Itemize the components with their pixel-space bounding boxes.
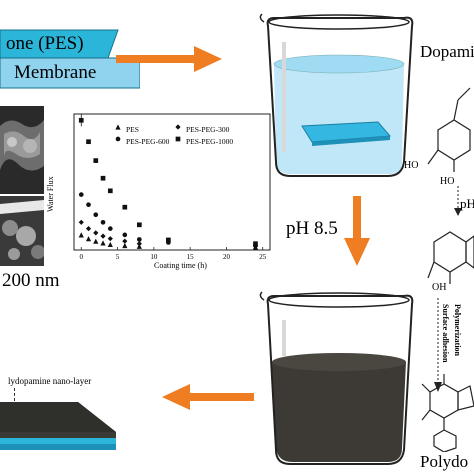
- beaker-with-membrane: [254, 2, 426, 180]
- x-tick-label: 10: [150, 253, 158, 261]
- data-point-pes-peg-600: [107, 226, 113, 231]
- arrow-left-bottom: [162, 384, 254, 410]
- data-point-pes-peg-1000: [253, 241, 258, 247]
- data-point-pes-peg-1000: [107, 188, 113, 194]
- beaker-polydopamine: [254, 280, 426, 470]
- ph-step-label: pH 8.5: [286, 218, 338, 239]
- data-point-pes-peg-600: [136, 237, 142, 242]
- data-point-pes-peg-1000: [136, 222, 142, 228]
- legend-pes-peg-1000: PES-PEG-1000: [186, 137, 234, 146]
- sem-scale-label: 200 nm: [2, 270, 60, 291]
- data-point-pes-peg-600: [78, 192, 84, 197]
- membrane-top-label: one (PES): [6, 33, 84, 54]
- data-point-pes-peg-1000: [166, 237, 171, 243]
- data-point-pes: [100, 240, 106, 246]
- legend-marker: [175, 136, 181, 142]
- ho-label-2: HO: [440, 176, 455, 187]
- x-tick-label: 20: [223, 253, 231, 261]
- data-point-pes-peg-300: [122, 238, 128, 244]
- ho-label-1: HO: [404, 160, 419, 171]
- indole-structure: [424, 222, 474, 298]
- ph-partial-label: pH: [460, 196, 474, 211]
- polymerization-label: Polymerization: [453, 304, 462, 356]
- legend-pes-peg-600: PES-PEG-600: [126, 137, 170, 146]
- chart-svg: 0 5 10 15 20 25: [73, 113, 271, 261]
- dopamine-label: Dopamin: [420, 42, 474, 61]
- coated-membrane: [0, 400, 120, 460]
- surface-adhesion-label: Surface adhesion: [441, 304, 450, 363]
- chart-xlabel: Coating time (h): [154, 261, 207, 270]
- membrane-bottom-label: Membrane: [14, 62, 97, 83]
- data-point-pes: [107, 241, 113, 248]
- data-point-pes: [93, 238, 99, 244]
- data-point-pes: [122, 242, 128, 249]
- chart-ylabel: Water Flux: [46, 176, 55, 212]
- data-point-pes-peg-1000: [100, 175, 106, 181]
- data-point-pes-peg-300: [107, 236, 113, 242]
- legend-marker: [115, 124, 121, 130]
- data-point-pes-peg-600: [122, 232, 128, 238]
- reaction-arrow-1: [452, 186, 464, 216]
- arrow-down-center: [344, 196, 370, 266]
- x-tick-label: 15: [187, 253, 195, 261]
- legend-marker: [175, 124, 181, 130]
- data-point-pes-peg-1000: [122, 204, 128, 210]
- data-point-pes-peg-600: [100, 219, 106, 225]
- sem-image-top: [0, 106, 44, 194]
- data-point-pes-peg-300: [93, 230, 99, 236]
- data-point-pes-peg-600: [93, 212, 99, 218]
- plot-frame: [73, 113, 271, 251]
- dopamine-structure: [424, 64, 474, 182]
- data-point-pes-peg-600: [86, 202, 91, 208]
- data-point-pes: [85, 236, 92, 242]
- nano-layer-label: lydopamine nano-layer: [8, 376, 92, 386]
- data-point-pes: [78, 232, 84, 238]
- data-point-pes-peg-300: [85, 225, 92, 232]
- polydopamine-structure: [420, 372, 474, 453]
- x-tick-label: 5: [116, 253, 120, 261]
- water-flux-chart: 0 5 10 15 20 25 Water Flux Coating time (h) P…: [44, 104, 276, 272]
- ho-oh-label: OH: [432, 282, 447, 293]
- sem-image-bottom: [0, 196, 45, 266]
- data-point-pes-peg-1000: [93, 158, 99, 163]
- x-tick-label: 25: [259, 253, 267, 261]
- legend-pes-peg-300: PES-PEG-300: [186, 125, 230, 134]
- data-point-pes-peg-300: [136, 241, 142, 247]
- x-tick-label: 0: [80, 253, 84, 261]
- data-point-pes-peg-300: [100, 233, 106, 239]
- nano-layer-pointer: [14, 388, 16, 406]
- data-point-pes-peg-1000: [86, 139, 91, 145]
- data-point-pes-peg-300: [78, 219, 84, 225]
- legend-marker: [115, 136, 121, 142]
- legend-pes: PES: [126, 125, 139, 134]
- pes-membrane-box: one (PES) Membrane: [0, 28, 141, 90]
- arrow-right-top: [116, 46, 222, 72]
- polydopamine-label: Polydo: [420, 452, 469, 471]
